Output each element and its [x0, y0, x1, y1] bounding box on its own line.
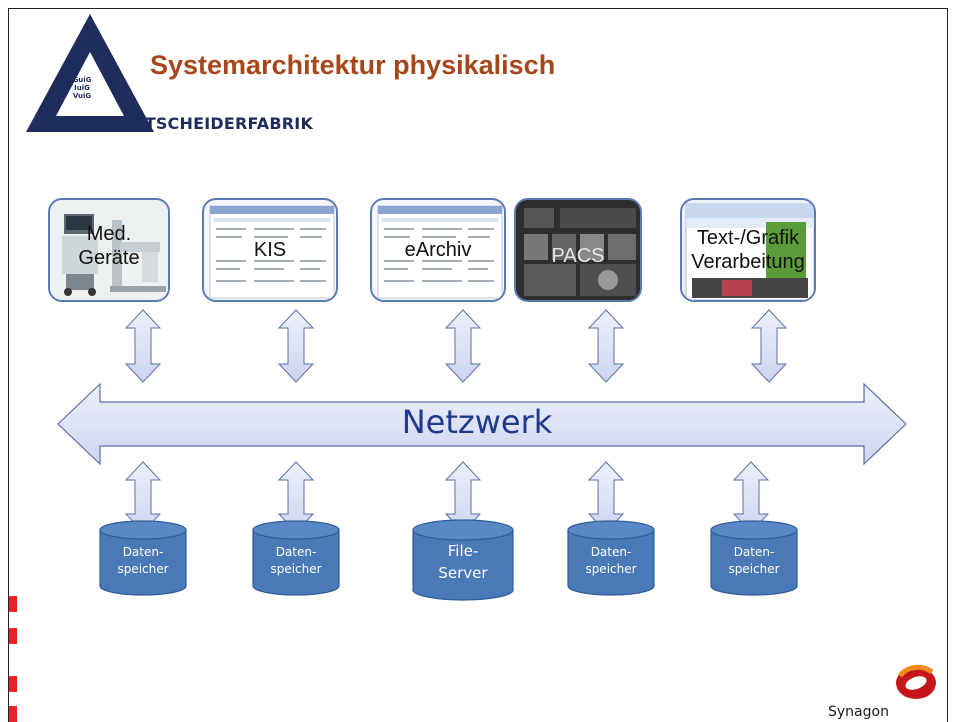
double-arrow	[444, 309, 482, 383]
storage-label-line: Daten-	[275, 545, 317, 559]
logo-line-1: GuiG	[72, 76, 92, 84]
double-arrow	[277, 309, 315, 383]
network-label: Netzwerk	[401, 403, 553, 441]
storage-label-line: speicher	[728, 562, 780, 576]
app-pacs: PACS	[514, 198, 642, 302]
app-label-line: Verarbeitung	[691, 251, 805, 273]
decor-red-mark	[9, 628, 17, 644]
double-arrow	[750, 309, 788, 383]
app-label-earchiv: eArchiv	[404, 239, 472, 261]
app-label-line: Geräte	[78, 247, 140, 269]
storage-label-line: Daten-	[733, 545, 775, 559]
slide-frame	[8, 8, 948, 722]
app-kis: KIS	[202, 198, 338, 302]
earchiv-screenshot-image	[377, 205, 503, 299]
app-label-kis: KIS	[253, 239, 287, 261]
cylinder-file-server	[412, 519, 514, 601]
slide-title: Systemarchitektur physikalisch	[150, 50, 556, 80]
decor-red-mark	[9, 676, 17, 692]
logo-text: GuiG IuiG VuiG	[64, 76, 100, 100]
storage-label-line: Daten-	[122, 545, 164, 559]
brand-name: ENTSCHEIDERFABRIK	[120, 114, 314, 133]
storage-label-line: Daten-	[590, 545, 632, 559]
storage-label-file-server: File- Server	[408, 540, 518, 584]
logo-line-3: VuiG	[72, 92, 92, 100]
storage-label-line: speicher	[270, 562, 322, 576]
kis-screenshot-image	[209, 205, 335, 299]
storage-label-1: Daten- speicher	[98, 544, 188, 578]
cylinder-datenspeicher-3	[567, 520, 655, 596]
storage-label-line: speicher	[117, 562, 169, 576]
app-label-text-grafik: Text-/Grafik Verarbeitung	[682, 226, 814, 274]
entscheiderfabrik-logo	[26, 14, 154, 132]
app-label-med-geraete: Med. Geräte	[50, 222, 168, 270]
cylinder-datenspeicher-1	[99, 520, 187, 596]
footer-brand: Synagon	[828, 704, 889, 720]
decor-red-mark	[9, 596, 17, 612]
app-network-arrows	[124, 309, 788, 383]
pacs-screenshot-image	[516, 200, 640, 300]
storage-cylinders	[99, 519, 798, 601]
storage-label-line: File-	[447, 542, 479, 560]
storage-label-4: Daten- speicher	[709, 544, 799, 578]
app-text-grafik: Text-/Grafik Verarbeitung	[680, 198, 816, 302]
storage-label-line: Server	[438, 564, 488, 582]
app-med-geraete: Med. Geräte	[48, 198, 170, 302]
cylinder-datenspeicher-4	[710, 520, 798, 596]
synagon-logo-icon	[896, 664, 936, 699]
app-label-line: Med.	[86, 223, 132, 245]
storage-label-3: Daten- speicher	[566, 544, 656, 578]
office-screenshot-image	[685, 203, 814, 300]
decor-red-mark	[9, 706, 17, 722]
app-earchiv: eArchiv	[370, 198, 506, 302]
storage-label-line: speicher	[585, 562, 637, 576]
double-arrow	[587, 309, 625, 383]
double-arrow	[124, 309, 162, 383]
logo-line-2: IuiG	[74, 84, 90, 92]
network-storage-arrows	[124, 461, 770, 533]
app-label-line: Text-/Grafik	[696, 227, 800, 249]
medical-device-image	[50, 200, 168, 300]
network-arrow	[57, 382, 907, 466]
app-label-pacs: PACS	[551, 245, 605, 267]
cylinder-datenspeicher-2	[252, 520, 340, 596]
storage-label-2: Daten- speicher	[251, 544, 341, 578]
